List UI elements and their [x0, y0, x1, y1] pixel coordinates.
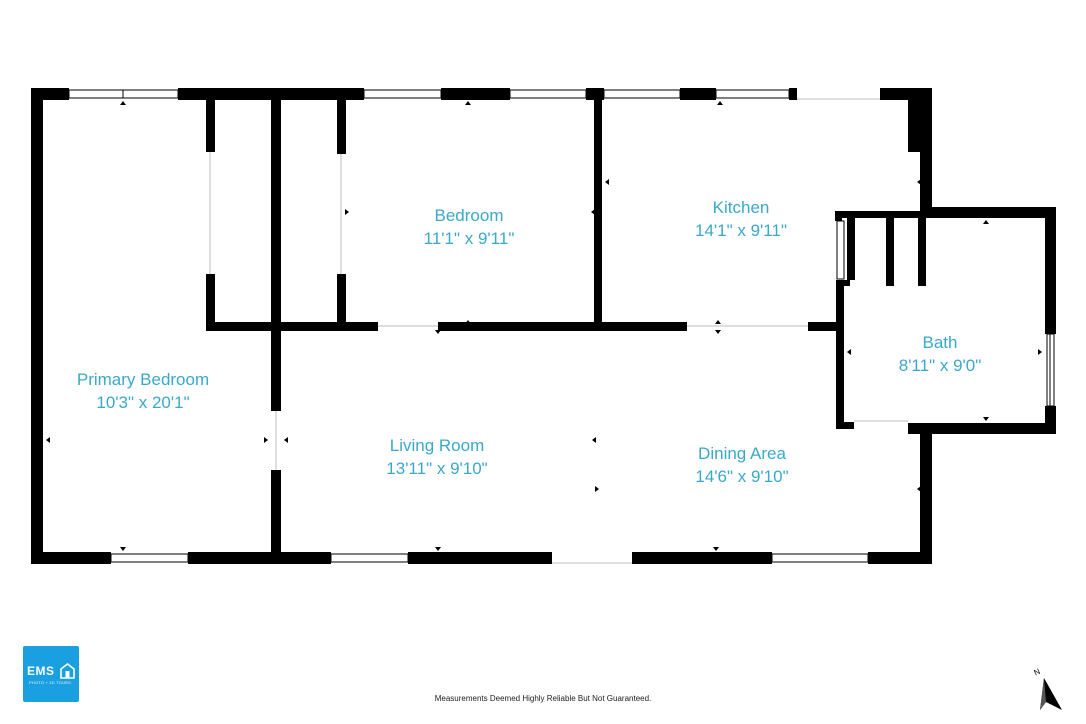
- wall: [441, 88, 510, 100]
- wall: [632, 552, 772, 564]
- window: [603, 89, 681, 99]
- wall: [789, 88, 797, 100]
- logo-subtext: PHOTO + 3D TOURS: [29, 680, 71, 685]
- wall: [337, 96, 346, 154]
- wall: [594, 96, 602, 328]
- room-living-room: Living Room 13'11" x 9'10": [386, 434, 487, 480]
- logo-text: EMS: [27, 664, 55, 678]
- wall: [206, 322, 378, 331]
- door-openings: [209, 98, 908, 564]
- room-dining-area: Dining Area 14'6" x 9'10": [695, 442, 788, 488]
- wall: [206, 96, 215, 152]
- window: [715, 89, 790, 99]
- room-dimensions: 14'6" x 9'10": [695, 467, 789, 486]
- room-dimensions: 8'11" x 9'0": [898, 356, 982, 375]
- wall: [908, 88, 932, 152]
- walls: [31, 88, 1056, 564]
- room-name: Kitchen: [712, 198, 770, 217]
- room-name: Primary Bedroom: [76, 370, 210, 389]
- window: [509, 89, 587, 99]
- wall: [271, 88, 281, 328]
- window: [836, 220, 845, 280]
- windows: [68, 89, 1055, 563]
- room-name: Bath: [922, 333, 958, 352]
- wall: [868, 552, 932, 564]
- window: [110, 553, 189, 563]
- window: [330, 553, 409, 563]
- wall: [836, 422, 854, 429]
- room-bedroom: Bedroom 11'1" x 9'11": [424, 204, 515, 250]
- wall: [918, 218, 926, 286]
- window: [363, 89, 442, 99]
- wall: [188, 552, 331, 564]
- wall: [408, 552, 552, 564]
- room-dimensions: 11'1" x 9'11": [423, 229, 515, 248]
- wall: [680, 88, 716, 100]
- wall: [271, 322, 281, 411]
- wall: [1045, 406, 1056, 434]
- house-icon: [60, 663, 75, 679]
- room-name: Living Room: [389, 436, 485, 455]
- brand-logo: EMS PHOTO + 3D TOURS: [23, 646, 79, 702]
- wall: [920, 207, 1056, 218]
- wall: [337, 274, 346, 328]
- room-name: Bedroom: [434, 206, 504, 225]
- wall: [836, 283, 844, 428]
- wall: [271, 470, 281, 556]
- north-arrow-icon: N: [1032, 667, 1062, 710]
- wall: [206, 274, 215, 328]
- room-dimensions: 13'11" x 9'10": [386, 459, 488, 478]
- wall: [886, 218, 894, 286]
- wall: [835, 211, 920, 218]
- wall: [438, 322, 687, 331]
- window: [771, 553, 869, 563]
- wall: [908, 423, 1056, 434]
- wall: [808, 322, 844, 331]
- markers: [46, 101, 1042, 551]
- disclaimer-text: Measurements Deemed Highly Reliable But …: [434, 694, 652, 703]
- wall: [1045, 207, 1056, 334]
- compass-label: N: [1032, 667, 1041, 678]
- wall: [920, 423, 932, 564]
- wall: [31, 552, 111, 564]
- room-kitchen: Kitchen 14'1" x 9'11": [695, 196, 787, 242]
- wall: [835, 211, 842, 221]
- wall: [847, 218, 855, 280]
- room-bath: Bath 8'11" x 9'0": [899, 331, 982, 377]
- wall: [920, 150, 932, 212]
- room-dimensions: 10'3" x 20'1": [96, 393, 190, 412]
- wall: [31, 88, 43, 564]
- room-primary-bedroom: Primary Bedroom 10'3" x 20'1": [77, 368, 209, 414]
- room-dimensions: 14'1" x 9'11": [695, 221, 787, 240]
- room-name: Dining Area: [698, 444, 786, 463]
